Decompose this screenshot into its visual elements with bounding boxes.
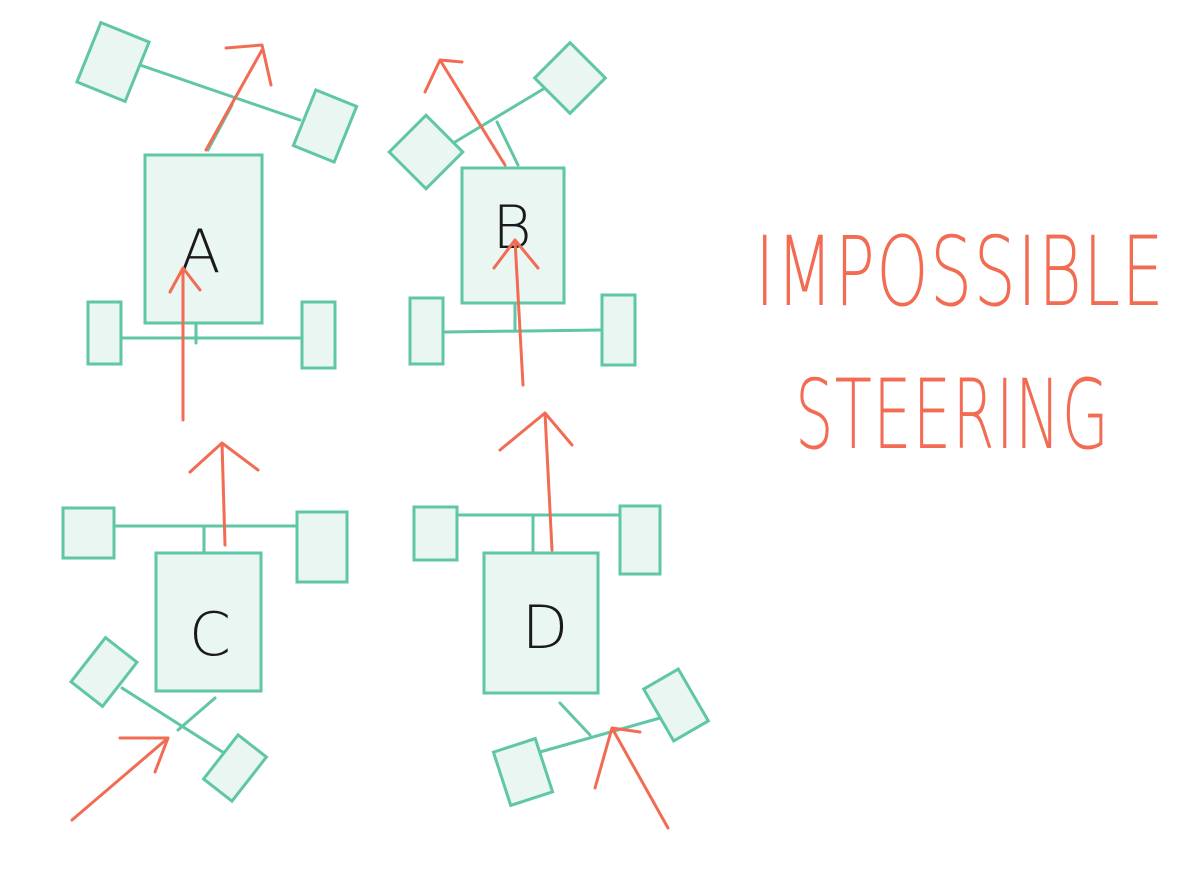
car-a-front-axle: [138, 63, 302, 122]
car-a-body: [143, 153, 264, 325]
car-c-rear-left-wheel: [68, 635, 140, 709]
car-c-label: C: [189, 600, 231, 670]
car-c-rear-right-wheel: [201, 732, 269, 804]
car-b-body: [460, 166, 566, 305]
car-d-front-right-wheel: [618, 504, 662, 576]
car-b-rear-axle: [442, 328, 604, 334]
car-b-front-left-wheel: [387, 113, 465, 191]
car-a-label: A: [179, 217, 220, 287]
car-d-rear-axle: [538, 716, 662, 754]
car-a-front-left-wheel: [74, 20, 152, 104]
car-b-rear-right-wheel: [600, 293, 637, 367]
car-d-rear-arrow: [593, 726, 670, 830]
car-d-front-arrow: [498, 411, 574, 552]
car-d-rear-link: [558, 701, 592, 737]
car-d-body: [482, 551, 600, 695]
car-c-body: [154, 551, 263, 693]
car-c-front-left-wheel: [61, 506, 116, 560]
car-a: A: [74, 20, 359, 422]
car-b-steering-link: [495, 120, 520, 167]
car-b-rear-arrow: [492, 238, 540, 387]
caption-line-2: STEERING: [795, 359, 1110, 471]
car-a-front-arrow: [204, 43, 273, 152]
car-b-front-axle: [453, 86, 547, 144]
car-c-front-right-wheel: [295, 510, 349, 584]
car-a-rear-arrow: [168, 266, 202, 422]
car-d-label: D: [522, 593, 568, 663]
caption: IMPOSSIBLE STEERING: [755, 216, 1165, 471]
car-b: B: [387, 40, 637, 387]
car-d-front-left-wheel: [412, 505, 459, 562]
car-c: C: [61, 441, 349, 822]
car-a-rear-left-wheel: [86, 300, 123, 366]
car-b-rear-left-wheel: [408, 296, 445, 366]
car-c-front-arrow: [188, 441, 260, 547]
car-a-front-right-wheel: [291, 87, 359, 165]
car-d: D: [412, 411, 711, 830]
car-c-rear-link: [176, 696, 217, 732]
car-c-rear-axle: [120, 686, 234, 760]
car-b-front-right-wheel: [532, 40, 608, 116]
caption-line-1: IMPOSSIBLE: [755, 216, 1165, 328]
car-d-rear-right-wheel: [641, 666, 711, 744]
car-a-rear-right-wheel: [300, 300, 337, 370]
car-b-front-arrow: [423, 58, 507, 167]
car-c-rear-arrow: [70, 736, 170, 822]
car-d-rear-left-wheel: [491, 736, 555, 808]
